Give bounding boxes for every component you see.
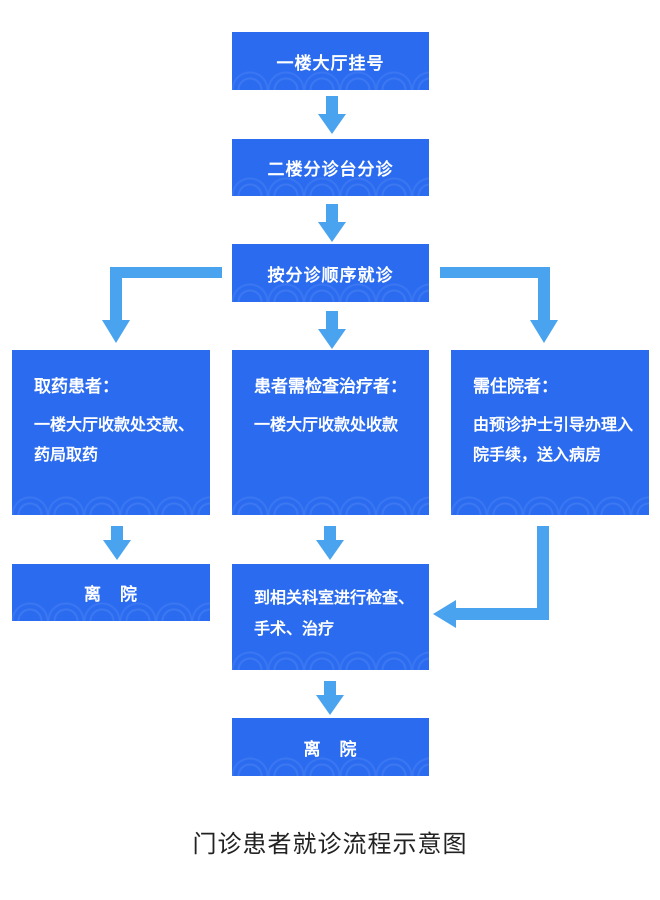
branch-medicine-title: 取药患者： (34, 377, 119, 397)
branch-inpatient: 需住院者： 由预诊护士引导办理入院手续，送入病房 (451, 350, 649, 515)
step-consultation: 按分诊顺序就诊 (232, 244, 429, 302)
branch-inpatient-desc: 由预诊护士引导办理入院手续，送入病房 (473, 415, 634, 464)
step-consultation-label: 按分诊顺序就诊 (267, 265, 394, 286)
arrow-down-1 (318, 96, 346, 134)
arrow-down-exam (316, 526, 344, 560)
arrow-down-left-leave (103, 526, 131, 560)
branch-medicine-desc: 一楼大厅收款处交款、药局取药 (34, 415, 195, 464)
step-examination: 到相关科室进行检查、手术、治疗 (232, 564, 429, 670)
arrow-down-final (316, 681, 344, 715)
step-examination-label: 到相关科室进行检查、手术、治疗 (254, 588, 415, 638)
leave-hospital-left: 离 院 (12, 564, 210, 621)
step-triage: 二楼分诊台分诊 (232, 139, 429, 196)
branch-exam-desc: 一楼大厅收款处收款 (254, 415, 399, 434)
step-triage-label: 二楼分诊台分诊 (267, 160, 394, 180)
leave-hospital-bottom: 离 院 (232, 718, 429, 776)
step-registration-label: 一楼大厅挂号 (276, 53, 385, 74)
elbow-arrow-inpatient-to-exam (433, 526, 549, 628)
arrow-down-3 (318, 311, 346, 349)
arrow-down-2 (318, 204, 346, 242)
leave-hospital-left-label: 离 院 (84, 585, 138, 605)
branch-medicine: 取药患者： 一楼大厅收款处交款、药局取药 (12, 350, 210, 515)
diagram-caption: 门诊患者就诊流程示意图 (192, 830, 468, 858)
elbow-arrow-left (102, 267, 222, 343)
branch-exam-title: 患者需检查治疗者： (254, 377, 407, 397)
branch-inpatient-title: 需住院者： (473, 377, 558, 397)
elbow-arrow-right (440, 267, 558, 343)
step-registration: 一楼大厅挂号 (232, 32, 429, 90)
branch-exam: 患者需检查治疗者： 一楼大厅收款处收款 (232, 350, 429, 515)
leave-hospital-bottom-label: 离 院 (303, 739, 358, 760)
